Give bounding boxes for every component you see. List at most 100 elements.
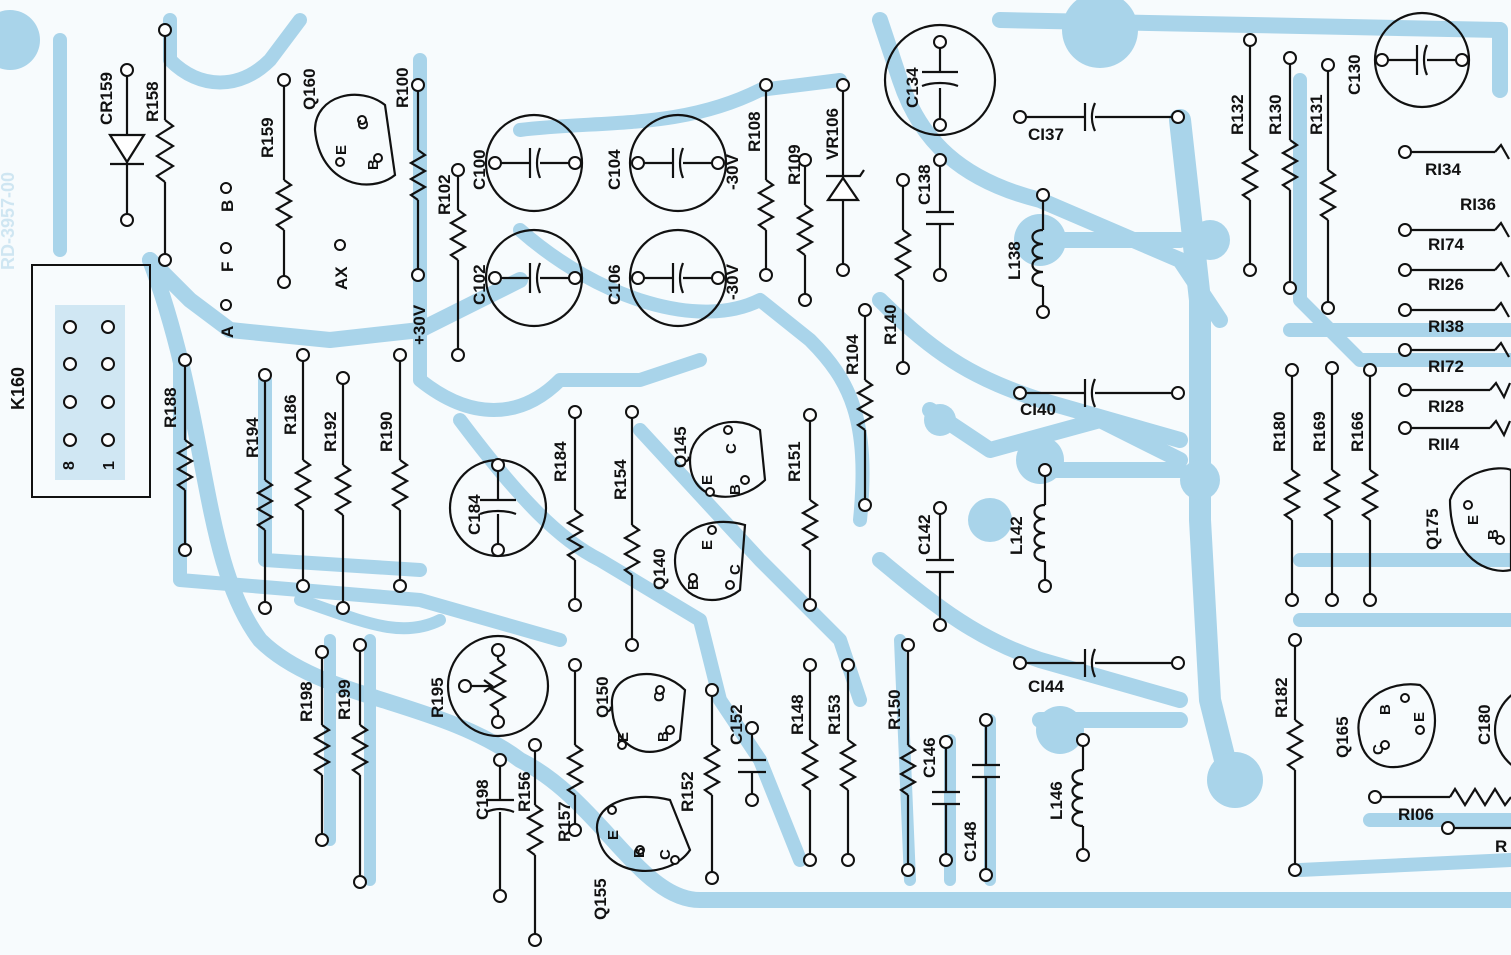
label-plus30v: +30V (410, 304, 429, 345)
label-r152: R152 (678, 771, 697, 812)
label-c138: C138 (915, 164, 934, 205)
pin-q150-e: E (615, 732, 632, 742)
label-r153: R153 (825, 694, 844, 735)
component-labels: CR159 R158 R159 Q160 R100 R102 C100 C102… (97, 54, 1507, 920)
label-q145: Q145 (671, 426, 690, 468)
label-tp-f: F (218, 262, 237, 272)
pin-q160-c: C (355, 119, 372, 130)
label-q160: Q160 (300, 68, 319, 110)
pin-q155-e: E (605, 830, 622, 840)
label-r184: R184 (551, 441, 570, 482)
pin-q140-c: C (727, 564, 744, 575)
label-r109: R109 (785, 144, 804, 185)
label-r140: R140 (881, 304, 900, 345)
pin-q145-b: B (727, 484, 744, 495)
label-c100: C100 (470, 149, 489, 190)
label-tp-a: A (218, 326, 237, 338)
label-r157: R157 (555, 801, 574, 842)
connector-label: K160 (8, 367, 28, 410)
label-r130: R130 (1266, 94, 1285, 135)
pin-q140-b: B (685, 579, 702, 590)
label-r114: RII4 (1428, 435, 1460, 454)
label-r154: R154 (611, 459, 630, 500)
label-r198: R198 (297, 681, 316, 722)
label-c134: C134 (903, 67, 922, 108)
label-r151: R151 (785, 441, 804, 482)
label-r128: RI28 (1428, 397, 1464, 416)
label-r190: R190 (377, 411, 396, 452)
label-q155: Q155 (591, 878, 610, 920)
label-c130: C130 (1345, 54, 1364, 95)
label-r166: R166 (1348, 411, 1367, 452)
connector-pin-1: 1 (101, 461, 118, 470)
label-c198: C198 (473, 779, 492, 820)
label-r186: R186 (281, 394, 300, 435)
label-q140: Q140 (650, 548, 669, 590)
label-cr159: CR159 (97, 72, 116, 125)
label-c140: CI40 (1020, 400, 1056, 419)
label-tp-b: B (218, 200, 237, 212)
pin-q165-b: B (1377, 704, 1394, 715)
pin-q165-e: E (1411, 712, 1428, 722)
pin-q155-b: B (631, 847, 648, 858)
label-l146: L146 (1047, 781, 1066, 820)
label-r131: R131 (1307, 94, 1326, 135)
label-r100: R100 (393, 67, 412, 108)
connector-k160: K160 8 1 (8, 264, 151, 498)
label-r138: RI38 (1428, 317, 1464, 336)
label-l138: L138 (1005, 241, 1024, 280)
pin-q145-e: E (699, 475, 716, 485)
label-r102-a: R102 (435, 174, 454, 215)
label-r106: RI06 (1398, 805, 1434, 824)
label-r150: R150 (885, 689, 904, 730)
label-r108: R108 (745, 111, 764, 152)
label-c180: C180 (1475, 704, 1494, 745)
label-r104: R104 (843, 334, 862, 375)
label-r188: R188 (161, 387, 180, 428)
label-r169: R169 (1310, 411, 1329, 452)
label-r174: RI74 (1428, 235, 1464, 254)
label-r158: R158 (143, 81, 162, 122)
pin-q175-b: B (1485, 529, 1502, 540)
label-vr106: VR106 (823, 108, 842, 160)
pin-q175-e: E (1465, 515, 1482, 525)
label-r182: R182 (1272, 677, 1291, 718)
component-holes (120, 23, 1505, 947)
label-r156: R156 (515, 771, 534, 812)
label-c144: CI44 (1028, 677, 1064, 696)
label-r126: RI26 (1428, 275, 1464, 294)
label-c146: C146 (920, 737, 939, 778)
label-c142: C142 (915, 514, 934, 555)
label-minus30v-b: -30V (723, 263, 742, 300)
label-r199: R199 (335, 679, 354, 720)
label-c106: C106 (605, 264, 624, 305)
pin-q140-e: E (699, 540, 716, 550)
pin-q155-c: C (657, 849, 674, 860)
label-r159: R159 (258, 117, 277, 158)
pin-q150-c: C (651, 691, 668, 702)
label-c104: C104 (605, 149, 624, 190)
label-q175: Q175 (1423, 508, 1442, 550)
label-c137: CI37 (1028, 125, 1064, 144)
label-c184: C184 (465, 494, 484, 535)
label-r148: R148 (788, 694, 807, 735)
label-q165: Q165 (1333, 716, 1352, 758)
pin-q160-b: B (365, 159, 382, 170)
label-q150: Q150 (593, 676, 612, 718)
pin-q145-c: C (723, 443, 740, 454)
pin-q160-e: E (333, 145, 350, 155)
board-id: RD-3957-00 (0, 172, 18, 270)
label-l142: L142 (1007, 516, 1026, 555)
label-r192: R192 (321, 411, 340, 452)
label-c152: C152 (727, 704, 746, 745)
label-r195: R195 (428, 677, 447, 718)
label-c148: C148 (961, 821, 980, 862)
label-r136: RI36 (1460, 195, 1496, 214)
label-tp-ax: AX (332, 266, 351, 290)
component-symbols (108, 11, 1511, 940)
label-minus30v-a: -30V (723, 153, 742, 190)
label-r132: R132 (1228, 94, 1247, 135)
label-c102: C102 (470, 264, 489, 305)
